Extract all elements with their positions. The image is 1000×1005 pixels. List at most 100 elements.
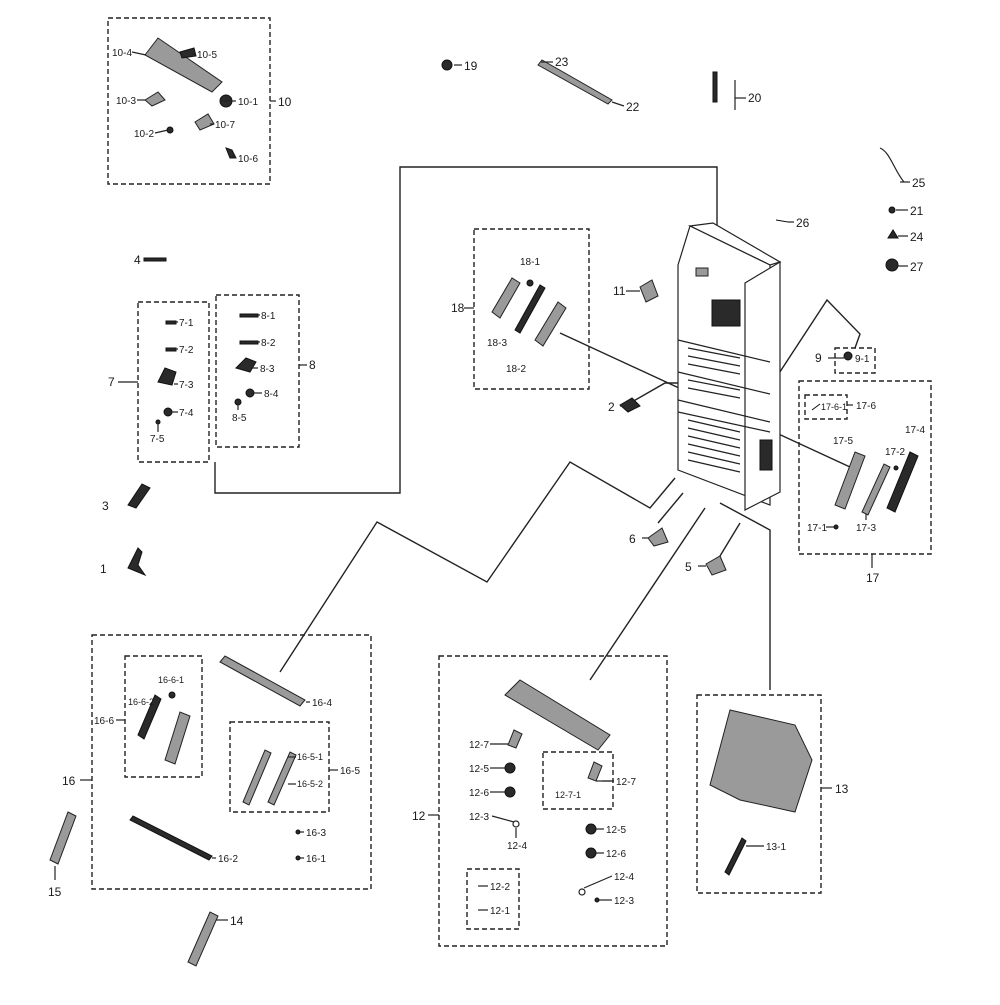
group-box-13 (696, 694, 822, 894)
label-10-4: 10-4 (112, 48, 132, 59)
leader-lines (54, 51, 910, 921)
label-26: 26 (796, 216, 810, 230)
label-18-2: 18-2 (506, 364, 526, 375)
part-10-6-icon (225, 147, 237, 159)
part-9-1-icon (843, 351, 853, 361)
part-1-icon (127, 547, 147, 577)
label-10-1: 10-1 (238, 97, 258, 108)
part-13-1-icon (724, 837, 747, 876)
label-18: 18 (451, 301, 465, 315)
label-10-5: 10-5 (197, 50, 217, 61)
part-19-icon (441, 59, 453, 71)
label-8-2: 8-2 (261, 338, 276, 349)
label-16-5: 16-5 (340, 766, 360, 777)
part-17-3-icon (861, 463, 891, 516)
part-16-3-icon (295, 829, 301, 835)
label-7-1: 7-1 (179, 318, 194, 329)
label-12-3-b: 12-3 (614, 896, 634, 907)
part-12-main-icon (504, 679, 611, 751)
label-10-7: 10-7 (215, 120, 235, 131)
part-17-4-icon (886, 451, 919, 513)
part-12-4-b-icon (578, 888, 586, 896)
label-16-3: 16-3 (306, 828, 326, 839)
part-12-6-b-icon (585, 847, 597, 859)
label-16-5-2: 16-5-2 (297, 779, 323, 789)
part-16-5-piece-b-icon (267, 751, 297, 806)
label-10-2: 10-2 (134, 129, 154, 140)
part-20-icon (712, 71, 718, 103)
group-box-17 (798, 380, 932, 555)
part-17-6-1-icon (811, 403, 821, 411)
part-2-icon (619, 397, 641, 413)
label-13: 13 (835, 782, 849, 796)
group-box-16-5 (229, 721, 330, 813)
part-8-1-icon (239, 313, 259, 318)
part-25-icon (879, 147, 905, 183)
label-18-1: 18-1 (520, 257, 540, 268)
label-17-4: 17-4 (905, 425, 925, 436)
group-box-17-6 (804, 394, 848, 420)
label-12-5-b: 12-5 (606, 825, 626, 836)
group-box-12-sub (466, 868, 520, 930)
connector-cabinet-to-9 (754, 298, 861, 411)
label-16-2: 16-2 (218, 854, 238, 865)
label-20: 20 (748, 91, 762, 105)
part-18-3-icon (491, 277, 521, 319)
part-16-6-piece-icon (164, 711, 191, 765)
label-8-3: 8-3 (260, 364, 275, 375)
label-12-2: 12-2 (490, 882, 510, 893)
label-22: 22 (626, 100, 640, 114)
part-12-5-b-icon (585, 823, 597, 835)
label-16: 16 (62, 774, 76, 788)
part-16-1-icon (295, 855, 301, 861)
part-12-7-icon (507, 729, 523, 749)
label-10: 10 (278, 95, 292, 109)
label-12-4-a: 12-4 (507, 841, 527, 852)
label-16-5-1: 16-5-1 (297, 752, 323, 762)
label-27: 27 (910, 260, 924, 274)
label-17-6: 17-6 (856, 401, 876, 412)
label-12-3-a: 12-3 (469, 812, 489, 823)
connector-5 (719, 522, 741, 557)
label-4: 4 (134, 253, 141, 267)
part-16-5-piece-a-icon (242, 749, 272, 806)
part-8-4-icon (245, 388, 255, 398)
part-4-icon (143, 257, 167, 262)
label-8-5: 8-5 (232, 413, 247, 424)
part-6-icon (647, 527, 669, 547)
label-9-1: 9-1 (855, 354, 870, 365)
part-12-5-icon (504, 762, 516, 774)
label-16-1: 16-1 (306, 854, 326, 865)
label-7-3: 7-3 (179, 380, 194, 391)
part-7-5-icon (155, 419, 161, 425)
connector-13-to-cabinet (719, 502, 771, 690)
part-16-4-icon (219, 655, 306, 707)
part-12-4-icon (512, 820, 520, 828)
group-box-16 (91, 634, 372, 890)
part-7-2-icon (165, 347, 177, 352)
part-10-3-icon (144, 91, 166, 107)
part-21-icon (888, 206, 896, 214)
part-24-icon (887, 229, 899, 239)
label-12-4-b: 12-4 (614, 872, 634, 883)
label-10-6: 10-6 (238, 154, 258, 165)
callout-labels: 10 10-1 10-2 10-3 10-4 10-5 10-6 10-7 19… (48, 48, 926, 928)
part-12-3-b-icon (594, 897, 600, 903)
part-10-7-icon (194, 113, 215, 131)
label-17-1: 17-1 (807, 523, 827, 534)
label-2: 2 (608, 400, 615, 414)
part-18-4-icon (534, 301, 567, 347)
label-12-1: 12-1 (490, 906, 510, 917)
group-box-12 (438, 655, 668, 947)
part-16-6-2-icon (137, 694, 162, 740)
label-19: 19 (464, 59, 478, 73)
connector-16-to-cabinet (279, 461, 676, 673)
label-8: 8 (309, 358, 316, 372)
label-6: 6 (629, 532, 636, 546)
label-16-6-1: 16-6-1 (158, 675, 184, 685)
part-8-2-icon (239, 340, 259, 345)
label-7: 7 (108, 375, 115, 389)
part-14-icon (187, 911, 219, 967)
label-17-6-1: 17-6-1 (821, 402, 847, 412)
part-17-2-icon (893, 465, 899, 471)
